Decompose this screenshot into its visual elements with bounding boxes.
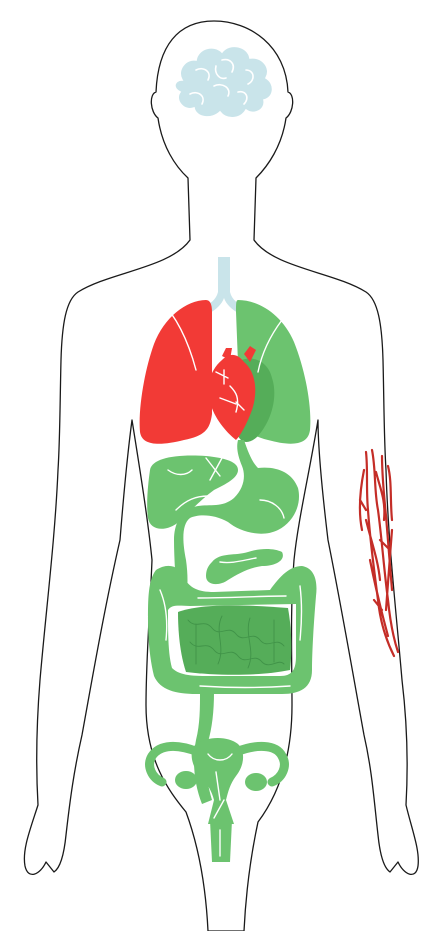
anatomy-diagram <box>0 0 428 931</box>
body-figure <box>0 0 428 931</box>
